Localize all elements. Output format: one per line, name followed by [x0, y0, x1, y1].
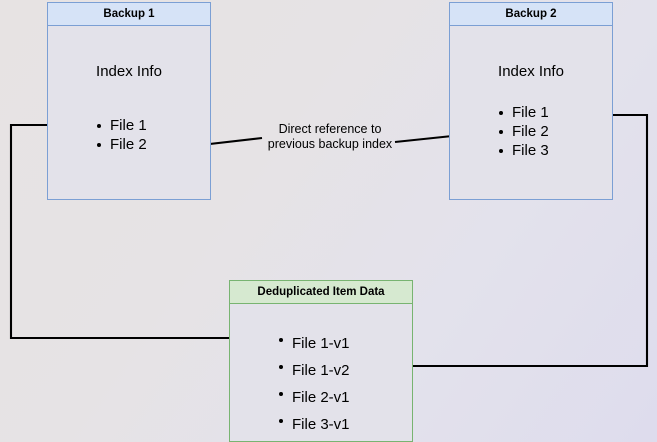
list-item: File 2 — [96, 135, 147, 154]
list-item: File 1-v1 — [278, 330, 350, 357]
edge-caption-direct-reference: Direct reference to previous backup inde… — [267, 122, 393, 151]
node-backup-1-body: Index Info File 1 File 2 — [47, 26, 211, 200]
node-backup-1-header: Backup 1 — [47, 2, 211, 26]
node-deduplicated-item-data-body: File 1-v1 File 1-v2 File 2-v1 File 3-v1 — [229, 304, 413, 442]
node-deduplicated-item-data[interactable]: Deduplicated Item Data File 1-v1 File 1-… — [229, 280, 413, 442]
list-item: File 3 — [498, 141, 549, 160]
node-backup-2[interactable]: Backup 2 Index Info File 1 File 2 File 3 — [449, 2, 613, 200]
node-backup-2-header: Backup 2 — [449, 2, 613, 26]
list-item: File 1-v2 — [278, 357, 350, 384]
list-item: File 1 — [498, 103, 549, 122]
dedup-file-list: File 1-v1 File 1-v2 File 2-v1 File 3-v1 — [278, 330, 350, 438]
node-deduplicated-item-data-header: Deduplicated Item Data — [229, 280, 413, 304]
list-item: File 1 — [96, 116, 147, 135]
backup-1-index-info-label: Index Info — [96, 63, 162, 80]
backup-2-index-info-label: Index Info — [498, 63, 564, 80]
backup-1-file-list: File 1 File 2 — [96, 116, 147, 154]
list-item: File 2-v1 — [278, 384, 350, 411]
node-backup-1[interactable]: Backup 1 Index Info File 1 File 2 — [47, 2, 211, 200]
list-item: File 3-v1 — [278, 411, 350, 438]
backup-2-file-list: File 1 File 2 File 3 — [498, 103, 549, 160]
list-item: File 2 — [498, 122, 549, 141]
node-backup-2-body: Index Info File 1 File 2 File 3 — [449, 26, 613, 200]
